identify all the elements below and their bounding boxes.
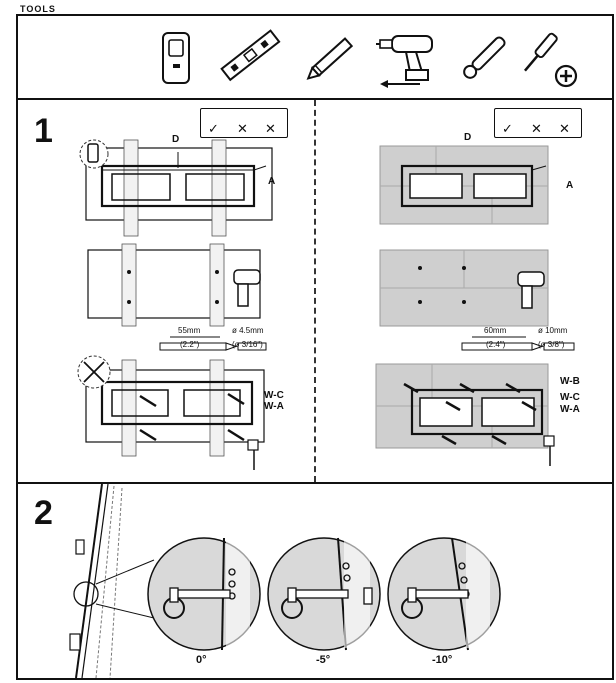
- left-check-row: ✓ ✕ ✕: [200, 108, 288, 138]
- pencil-icon: [306, 37, 354, 80]
- zoom-angle-0-diagram: [147, 537, 261, 651]
- left-check-3-icon: ✕: [265, 121, 276, 136]
- tools-panel: [16, 14, 614, 100]
- right-label-wc: W-C: [560, 392, 580, 403]
- phillips-screwdriver-icon: [523, 32, 578, 88]
- right-label-wb: W-B: [560, 376, 580, 387]
- step2-number: 2: [34, 494, 53, 532]
- left-wall-mounted-diagram: [77, 355, 265, 470]
- right-drill-diameter: ø 10mm: [538, 326, 568, 335]
- level-icon: [220, 29, 281, 82]
- right-drill-length: 60mm: [484, 326, 507, 335]
- right-check-row: ✓ ✕ ✕: [494, 108, 582, 138]
- socket-wrench-icon: [463, 36, 506, 79]
- right-check-2-icon: ✕: [531, 121, 542, 136]
- step1-number: 1: [34, 112, 53, 150]
- stud-finder-icon: [162, 32, 190, 84]
- zoom-angle-minus10-diagram: [387, 537, 501, 651]
- angle-label-minus5: -5°: [316, 654, 331, 666]
- right-check-1-icon: ✓: [502, 121, 513, 136]
- zoom-angle-minus5-diagram: [267, 537, 381, 651]
- angle-label-0: 0°: [196, 654, 207, 666]
- drill-icon: [376, 35, 433, 88]
- right-label-wa: W-A: [560, 404, 580, 415]
- right-drill-length-in: (2.4"): [486, 340, 506, 349]
- left-label-a: A: [268, 176, 276, 187]
- left-label-wa: W-A: [264, 401, 284, 412]
- right-wall-bracket-diagram: [379, 145, 549, 225]
- left-label-wc: W-C: [264, 390, 284, 401]
- left-wall-drilling-diagram: [87, 243, 261, 327]
- left-drill-diameter-in: (ø 3/16"): [232, 340, 263, 349]
- right-check-3-icon: ✕: [559, 121, 570, 136]
- right-drill-bit-diagram: [461, 336, 575, 351]
- left-check-1-icon: ✓: [208, 121, 219, 136]
- step1-divider: [314, 100, 316, 482]
- tv-side-profile-diagram: [69, 483, 123, 679]
- zoom-connector-lines: [95, 559, 155, 619]
- left-wall-bracket-diagram: [79, 139, 273, 237]
- left-drill-bit-diagram: [159, 336, 267, 351]
- left-check-2-icon: ✕: [237, 121, 248, 136]
- left-drill-length-in: (2.2"): [180, 340, 200, 349]
- left-drill-diameter: ø 4.5mm: [232, 326, 264, 335]
- right-label-a: A: [566, 180, 574, 191]
- left-drill-length: 55mm: [178, 326, 201, 335]
- left-label-d: D: [172, 134, 180, 145]
- tools-corner-label: TOOLS: [20, 4, 56, 14]
- right-drill-diameter-in: (ø 3/8"): [538, 340, 565, 349]
- right-wall-drilling-diagram: [379, 249, 549, 327]
- right-label-d: D: [464, 132, 472, 143]
- right-wall-mounted-diagram: [375, 363, 555, 466]
- angle-label-minus10: -10°: [432, 654, 453, 666]
